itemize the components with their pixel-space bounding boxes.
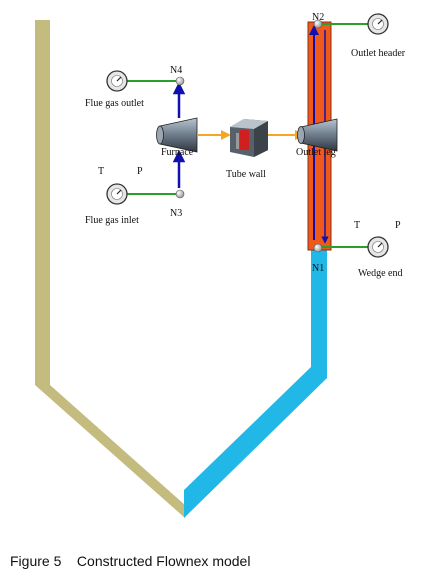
- label-p-right: P: [395, 220, 401, 231]
- figure-number: Figure 5: [10, 553, 62, 569]
- figure-title: Constructed Flownex model: [76, 553, 251, 569]
- node-n4-icon: [175, 76, 185, 86]
- heat-exchanger-icon: [230, 119, 268, 157]
- node-n2-icon: [313, 19, 323, 29]
- label-flue-gas-outlet: Flue gas outlet: [85, 98, 144, 109]
- pressure-gauge-icon: [367, 13, 389, 35]
- label-n3: N3: [170, 208, 182, 219]
- label-outlet-leg: Outlet leg: [296, 147, 336, 158]
- outlet-leg-cone-icon: [297, 118, 338, 152]
- figure-caption: Figure 5 Constructed Flownex model: [10, 553, 250, 569]
- label-wedge-end: Wedge end: [358, 268, 402, 279]
- left-wall: [35, 20, 185, 518]
- label-n2: N2: [312, 12, 324, 23]
- label-n1: N1: [312, 263, 324, 274]
- pressure-gauge-icon: [106, 70, 128, 92]
- label-t-right: T: [354, 220, 360, 231]
- right-wall: [184, 250, 327, 518]
- pressure-gauge-icon: [367, 236, 389, 258]
- node-n1-icon: [313, 243, 323, 253]
- label-n4: N4: [170, 65, 182, 76]
- label-p-left: P: [137, 166, 143, 177]
- node-n3-icon: [175, 189, 185, 199]
- label-furnace: Furnace: [161, 147, 194, 158]
- pressure-gauge-icon: [106, 183, 128, 205]
- label-tube-wall: Tube wall: [226, 169, 266, 180]
- label-outlet-header: Outlet header: [351, 48, 406, 59]
- label-flue-gas-inlet: Flue gas inlet: [85, 215, 139, 226]
- label-t-left: T: [98, 166, 104, 177]
- furnace-icon: [156, 117, 198, 153]
